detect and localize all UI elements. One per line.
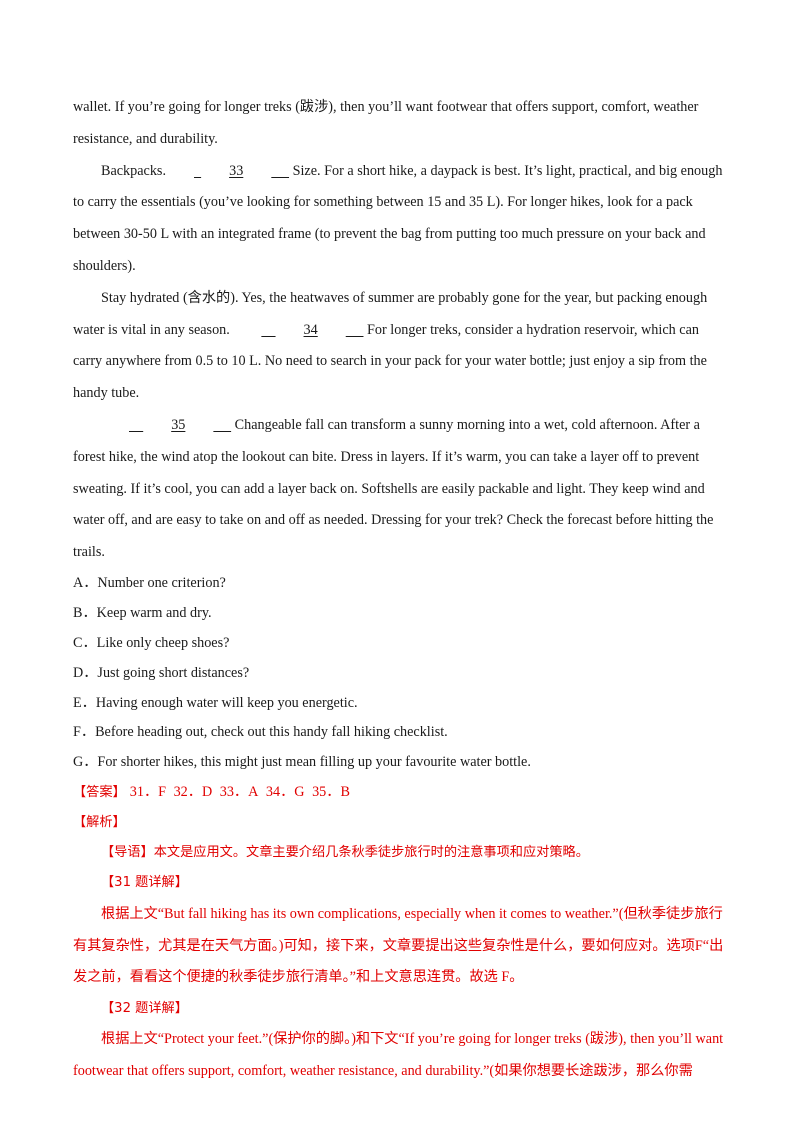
paragraph-layers: 35 Changeable fall can transform a sunny…: [73, 410, 725, 569]
q31-explanation: 根据上文“But fall hiking has its own complic…: [73, 905, 724, 986]
q31-title: 【31 题详解】: [101, 875, 188, 891]
option-e: E．Having enough water will keep you ener…: [73, 694, 358, 711]
analysis-guide: 【导语】本文是应用文。文章主要介绍几条秋季徒步旅行时的注意事项和应对策略。: [101, 844, 589, 860]
layers-text: Changeable fall can transform a sunny mo…: [73, 416, 714, 561]
backpacks-heading: Backpacks.: [101, 162, 167, 179]
option-f: F．Before heading out, check out this han…: [73, 724, 448, 741]
hydration-text-b: For longer treks, consider a hydration r…: [73, 321, 707, 402]
option-g: G．For shorter hikes, this might just mea…: [73, 754, 531, 771]
paragraph-hydration: Stay hydrated (含水的). Yes, the heatwaves …: [73, 283, 725, 410]
document-body: wallet. If you’re going for longer treks…: [73, 92, 725, 1088]
answer-label: 【答案】: [73, 785, 126, 801]
answer-line: 【答案】31．F 32．D 33．A 34．G 35．B: [73, 778, 725, 808]
option-d: D．Just going short distances?: [73, 664, 250, 681]
blank-35: 35: [171, 416, 186, 433]
answer-33: 33．A: [219, 784, 259, 801]
blank-34: 34: [303, 321, 318, 338]
option-c: C．Like only cheep shoes?: [73, 634, 230, 651]
backpacks-text: Size. For a short hike, a daypack is bes…: [73, 162, 723, 274]
answer-34: 34．G: [265, 784, 305, 801]
paragraph-backpacks: Backpacks. 33 Size. For a short hike, a …: [73, 156, 725, 283]
answer-31: 31．F: [129, 784, 167, 801]
q32-explanation: 根据上文“Protect your feet.”(保护你的脚。)和下文“If y…: [73, 1031, 724, 1080]
answer-35: 35．B: [312, 784, 350, 801]
option-a: A．Number one criterion?: [73, 574, 226, 591]
answer-32: 32．D: [173, 784, 213, 801]
paragraph-footwear-end: wallet. If you’re going for longer treks…: [73, 99, 699, 147]
option-b: B．Keep warm and dry.: [73, 604, 212, 621]
options-list: A．Number one criterion? B．Keep warm and …: [73, 569, 725, 778]
q32-title: 【32 题详解】: [101, 1000, 188, 1016]
blank-33: 33: [229, 162, 244, 179]
analysis-label: 【解析】: [73, 814, 126, 830]
hydration-text-a: Stay hydrated (含水的). Yes, the heatwaves …: [73, 289, 708, 338]
